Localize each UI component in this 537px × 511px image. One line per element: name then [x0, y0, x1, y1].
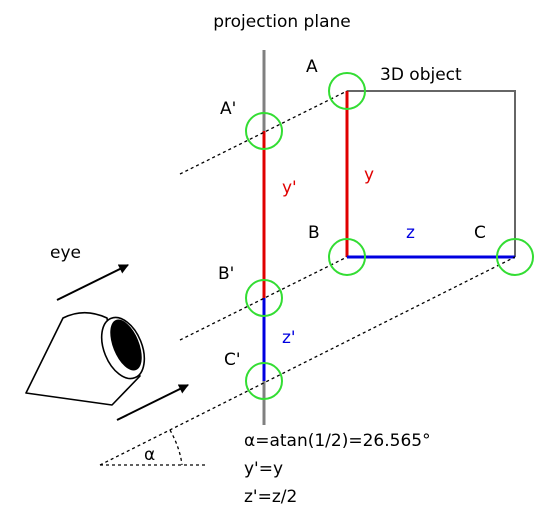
marker-b [328, 238, 366, 276]
label-c: C [474, 223, 486, 243]
label-alpha: α [144, 445, 155, 465]
point-markers [245, 72, 534, 400]
ray-a [179, 90, 348, 175]
label-y-proj: y' [282, 178, 297, 198]
arrow-icon [56, 264, 129, 301]
label-a-proj: A' [220, 99, 236, 119]
label-a: A [306, 57, 318, 77]
marker-a [328, 72, 366, 110]
label-eye: eye [50, 243, 81, 263]
formula-alpha: α=atan(1/2)=26.565° [244, 431, 431, 451]
ray-b [179, 256, 348, 341]
formula-z: z'=z/2 [244, 487, 297, 507]
marker-c [496, 238, 534, 276]
formula-y: y'=y [244, 459, 283, 479]
marker-a-proj [245, 112, 283, 150]
angle-arc [169, 429, 183, 466]
label-z: z [406, 223, 415, 243]
label-b-proj: B' [218, 264, 234, 284]
label-c-proj: C' [224, 350, 241, 370]
object-outline [347, 90, 516, 257]
projection-rays [99, 90, 516, 466]
arrow-icon [116, 384, 189, 421]
eye-icon [25, 311, 146, 406]
ray-c [99, 256, 516, 466]
label-object: 3D object [380, 65, 462, 85]
label-y: y [364, 165, 374, 185]
label-b: B [308, 223, 320, 243]
marker-c-proj [245, 362, 283, 400]
label-z-proj: z' [282, 328, 296, 348]
projection-plane-label: projection plane [213, 12, 350, 32]
marker-b-proj [245, 279, 283, 317]
